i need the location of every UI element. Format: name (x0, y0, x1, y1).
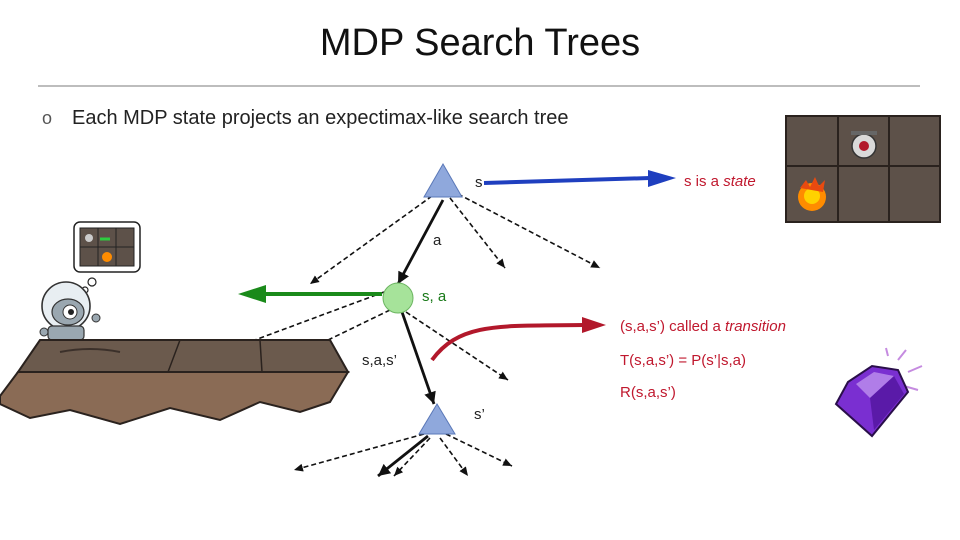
dashed-edge (457, 193, 601, 269)
state-note-prefix: s is a (684, 173, 724, 190)
gridworld-board-icon (785, 115, 941, 223)
dashed-edge (309, 195, 433, 285)
gem-icon (834, 347, 923, 438)
transition-edge-label: s,a,s’ (362, 352, 398, 369)
state-node (423, 162, 463, 198)
fire-icon (798, 177, 826, 211)
transition-note-prefix: (s,a,s’) called a (620, 318, 726, 335)
red-arrowhead (582, 317, 606, 333)
next-state-node (418, 403, 456, 435)
dashed-edge (293, 433, 425, 472)
dashed-edge (393, 437, 431, 477)
cliff-ground-icon (0, 339, 350, 426)
transition-probability: T(s,a,s’) = P(s’|s,a) (620, 352, 746, 369)
robot-icon (39, 281, 101, 341)
green-arrowhead (238, 285, 266, 303)
transition-edge (400, 311, 436, 405)
qstate-node (382, 282, 414, 314)
action-edge-label: a (433, 232, 442, 249)
dashed-edge (439, 437, 469, 477)
dashed-edge (449, 197, 506, 269)
slide-title: MDP Search Trees (319, 22, 641, 64)
thought-bubble-icon (73, 221, 141, 294)
state-dashed-edges (309, 193, 601, 285)
red-arrow (430, 323, 585, 362)
blue-arrowhead (648, 170, 676, 187)
state-node-label: s (475, 174, 483, 191)
action-edge (396, 199, 445, 285)
state-note: s is a state (684, 173, 756, 190)
bullet-marker-icon: o (42, 108, 53, 128)
dashed-edge (445, 433, 513, 467)
bullet-text: Each MDP state projects an expectimax-li… (72, 107, 569, 129)
qstate-node-label: s, a (422, 288, 447, 305)
dashed-edge (405, 311, 509, 381)
blue-arrow (483, 176, 651, 185)
next-state-dashed-edges (293, 433, 513, 477)
robot-small-icon (851, 131, 877, 159)
transition-note: (s,a,s’) called a transition (620, 318, 786, 335)
transition-note-italic: transition (725, 318, 786, 335)
next-state-label: s’ (474, 406, 485, 423)
title-divider (38, 85, 920, 87)
next-action-edge (377, 434, 429, 478)
state-note-italic: state (723, 173, 756, 190)
reward-label: R(s,a,s’) (620, 384, 676, 401)
